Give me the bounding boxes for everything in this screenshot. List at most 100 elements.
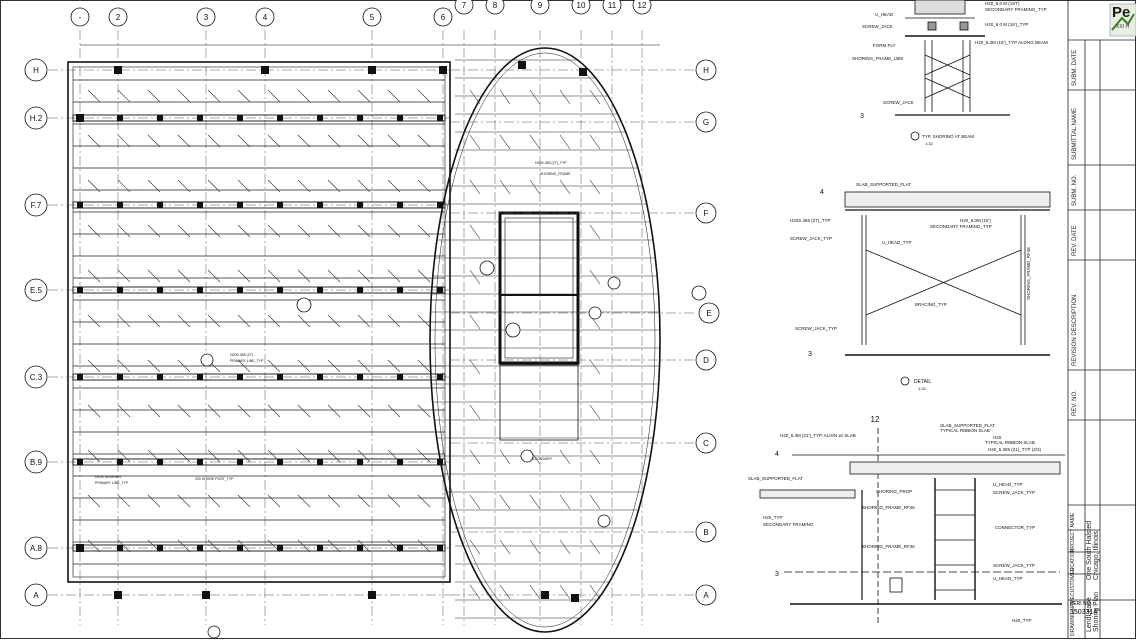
brace-mark [207, 224, 221, 238]
shoring-post [397, 202, 403, 208]
brace-mark [327, 314, 341, 328]
grid-bubble-row-right-label: F [704, 209, 709, 218]
brace-mark-tower [589, 179, 601, 195]
brace-mark [267, 134, 281, 148]
detail-mid-callout: H20_6.0M (16') [960, 218, 991, 223]
brace-mark-tower [529, 89, 541, 105]
shoring-post [357, 287, 363, 293]
detail-bottom-callout: TYPICAL RIBBON SLAB [985, 440, 1035, 445]
detail-ribbon-slab-shoring [759, 428, 1065, 625]
brace-mark [417, 314, 431, 328]
brace-mark [357, 404, 371, 418]
shoring-post [77, 374, 83, 380]
brace-mark [267, 224, 281, 238]
brace-mark [117, 269, 131, 283]
shoring-post [197, 287, 203, 293]
detail-bottom-callout: SHORING_FRAME_RF46 [862, 544, 915, 549]
plan-note: PRIMARY LINE_TYP [95, 481, 129, 485]
shoring-post [157, 545, 163, 551]
brace-mark [417, 359, 431, 373]
brace-mark-tower [589, 539, 601, 555]
grid-bubble-row-right [698, 302, 720, 324]
brace-mark-tower [559, 539, 571, 555]
detail-slab-shoring [844, 191, 1051, 386]
brace-mark [237, 269, 251, 283]
plan-note: 200 SHORE POST_TYP [195, 477, 234, 481]
detail-bottom-callout: U_HEAD_TYP [993, 482, 1023, 487]
brace-mark [207, 404, 221, 418]
brace-mark [177, 359, 191, 373]
brace-mark [147, 89, 161, 103]
shoring-posts-group [76, 61, 587, 602]
brace-mark [297, 404, 311, 418]
brace-mark-tower [469, 494, 481, 510]
detail-bottom-callout: SHORING_PROP [876, 489, 912, 494]
brace-mark [327, 359, 341, 373]
brace-mark-tower [559, 179, 571, 195]
brace-mark [177, 314, 191, 328]
column-post [114, 66, 122, 74]
brace-mark [87, 89, 101, 103]
column-post [439, 66, 447, 74]
grid-bubble-row-right [695, 202, 717, 224]
shoring-post [437, 459, 443, 465]
brace-mark [147, 314, 161, 328]
grid-bubble-col-label: 8 [493, 1, 498, 10]
grid-bubble-row-left [24, 106, 48, 130]
detail-mid-callout: SCREW_JACK_TYP [790, 236, 832, 241]
brace-mark-tower [499, 134, 511, 150]
detail-top-level: 3 [860, 113, 864, 120]
brace-mark [267, 89, 281, 103]
brace-mark [357, 269, 371, 283]
label-customer: CUSTOMER [1070, 567, 1076, 596]
detail-top-callout: H20_6.0M (16')_TYP ALONG BEAM [975, 40, 1048, 45]
grid-bubble-col-label: 2 [116, 13, 121, 22]
brace-mark [237, 494, 251, 508]
detail-bottom-callout: H20_TYP [1012, 618, 1032, 623]
detail-mid-callout: SCREW_JACK_TYP [795, 326, 837, 331]
brace-mark [117, 539, 131, 553]
shoring-post [397, 374, 403, 380]
brace-mark [177, 89, 191, 103]
shoring-post [357, 202, 363, 208]
brace-mark [327, 89, 341, 103]
shoring-post [437, 545, 443, 551]
brace-mark [87, 224, 101, 238]
detail-beam-shoring [895, 0, 1010, 141]
main-beam [72, 114, 446, 122]
brace-mark [87, 494, 101, 508]
shoring-post [237, 202, 243, 208]
detail-bottom-callout: CONNECTOR_TYP [995, 525, 1035, 530]
brace-mark-tower [559, 494, 571, 510]
brace-mark [117, 179, 131, 193]
brace-mark [417, 89, 431, 103]
shoring-post [317, 459, 323, 465]
shoring-post [157, 287, 163, 293]
brace-mark [297, 494, 311, 508]
detail-top-callout: H20_6.0 M (1ST) [985, 1, 1020, 6]
grid-bubble-col [632, 0, 652, 15]
brace-mark-tower [469, 539, 481, 555]
grid-bubble-row-left-label: C.3 [30, 373, 43, 382]
grid-bubble-col [602, 0, 622, 15]
grid-bubble-row-right-label: E [706, 309, 711, 318]
shoring-post [317, 545, 323, 551]
brace-mark [267, 314, 281, 328]
detail-bottom-callout: H20_TYP [763, 515, 783, 520]
detail-top-callout: SECONDARY FRAMING_TYP [985, 7, 1047, 12]
grid-bubble-col-label: 4 [263, 13, 268, 22]
brace-mark [297, 539, 311, 553]
brace-mark [417, 224, 431, 238]
column-post [76, 544, 84, 552]
grid-bubble-row-left [24, 450, 48, 474]
detail-top-callout: H20_6.0 M (16')_TYP [985, 22, 1028, 27]
shoring-post [197, 545, 203, 551]
detail-mid-callout: H20S.365 (27)_TYP [790, 218, 831, 223]
grid-bubble-row-right [695, 59, 717, 81]
plan-note: SHORING_FRAME [540, 172, 571, 176]
grid-bubble-row-right-label: C [703, 439, 709, 448]
brace-mark [207, 494, 221, 508]
brace-mark [87, 269, 101, 283]
